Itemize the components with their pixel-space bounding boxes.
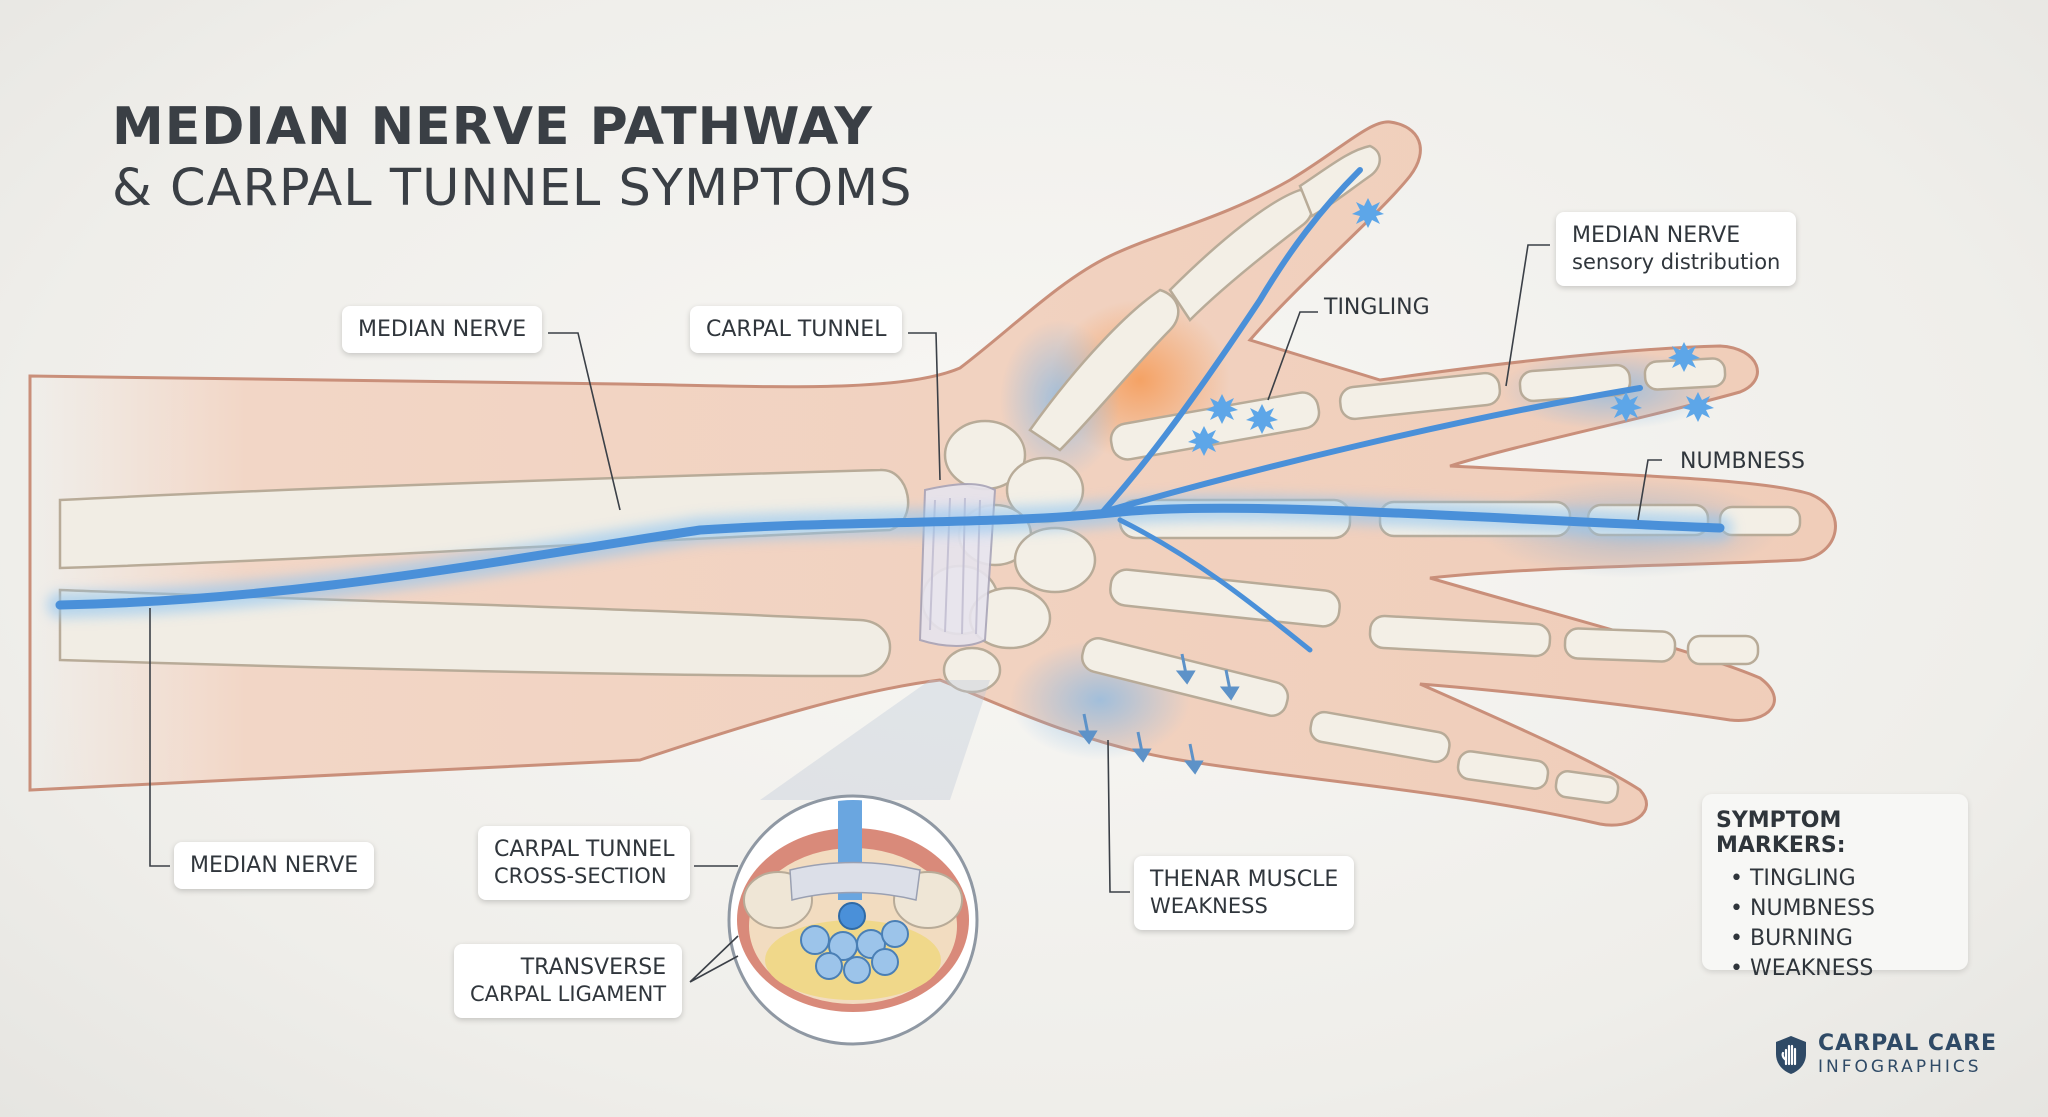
radius-bone: [58, 468, 910, 570]
tendon: [815, 952, 843, 980]
legend-title: SYMPTOM MARKERS:: [1716, 808, 1846, 858]
page-subtitle: & CARPAL TUNNEL SYMPTOMS: [112, 159, 913, 218]
legend-list: TINGLING NUMBNESS BURNING WEAKNESS: [1716, 864, 1954, 984]
median-nerve-label-bottom: MEDIAN NERVE: [174, 842, 375, 889]
weakness-arrow-icon: [1183, 743, 1204, 775]
weakness-arrow-icon: [1077, 713, 1098, 745]
ring-phalanx: [1686, 634, 1760, 666]
tingling-star-icon: [1668, 342, 1700, 372]
sensory-label-line1: MEDIAN NERVE: [1572, 223, 1741, 248]
little-phalanx: [1456, 750, 1550, 790]
median-nerve-section: [838, 902, 866, 930]
thenar-weakness-label: THENAR MUSCLE WEAKNESS: [1134, 856, 1355, 930]
weakness-arrows: [1077, 653, 1240, 775]
weakness-arrow-icon: [1131, 731, 1152, 763]
carpal-bone: [1013, 526, 1097, 594]
pisiform-bone: [942, 646, 1002, 694]
weakness-arrow-icon: [1175, 653, 1196, 685]
ligament-section: [789, 861, 921, 901]
thenar-line2: WEAKNESS: [1150, 894, 1268, 918]
tingling-star-icon: [1682, 392, 1714, 422]
forearm-bones: [58, 468, 910, 678]
leader-lines: [149, 244, 1662, 983]
carpal-tunnel-cross-section: [727, 794, 979, 1046]
brand-sub: INFOGRAPHICS: [1818, 1057, 1982, 1077]
ligament-line2: CARPAL LIGAMENT: [470, 982, 667, 1006]
ring-metacarpal: [1109, 568, 1341, 628]
brand-logo: CARPAL CARE INFOGRAPHICS: [1774, 1032, 1997, 1078]
tingling-star-icon: [1352, 198, 1384, 228]
legend-item: TINGLING: [1730, 864, 1954, 894]
ulna-bone: [58, 588, 892, 678]
little-phalanx: [1554, 769, 1620, 805]
thumb-metacarpal: [1028, 288, 1180, 452]
transverse-ligament-label: TRANSVERSE CARPAL LIGAMENT: [454, 944, 683, 1018]
cross-section-cone: [760, 680, 990, 800]
tingling-star-icon: [1206, 394, 1238, 424]
sensory-label-line2: sensory distribution: [1572, 250, 1781, 274]
cross-section-line2: CROSS-SECTION: [494, 864, 667, 888]
tendon: [881, 920, 909, 948]
tingling-star-icon: [1246, 404, 1278, 434]
tingling-star-icon: [1188, 426, 1220, 456]
tingling-label: TINGLING: [1324, 295, 1430, 320]
little-phalanx: [1309, 710, 1451, 764]
carpal-tunnel-label: CARPAL TUNNEL: [690, 306, 903, 353]
ring-phalanx: [1368, 614, 1552, 658]
legend-item: WEAKNESS: [1730, 954, 1954, 984]
ligament-line1: TRANSVERSE: [520, 955, 667, 980]
tingling-star-icon: [1610, 392, 1642, 422]
weakness-arrow-icon: [1219, 669, 1240, 701]
cross-section-label: CARPAL TUNNEL CROSS-SECTION: [478, 826, 691, 900]
page-title: MEDIAN NERVE PATHWAY: [112, 97, 874, 157]
median-nerve-label-top: MEDIAN NERVE: [342, 306, 543, 353]
brand-name: CARPAL CARE: [1818, 1031, 1998, 1056]
median-nerve: [47, 167, 1733, 653]
thenar-line1: THENAR MUSCLE: [1150, 867, 1339, 892]
tendon: [800, 925, 830, 955]
tingling-markers: [1188, 198, 1714, 456]
tendon: [843, 956, 871, 984]
cross-section-line1: CARPAL TUNNEL: [494, 837, 675, 862]
symptom-legend: SYMPTOM MARKERS: TINGLING NUMBNESS BURNI…: [1702, 794, 1968, 981]
legend-item: NUMBNESS: [1730, 894, 1954, 924]
title-block: MEDIAN NERVE PATHWAY & CARPAL TUNNEL SYM…: [112, 96, 913, 220]
sensory-distribution-label: MEDIAN NERVE sensory distribution: [1556, 212, 1797, 286]
legend-item: BURNING: [1730, 924, 1954, 954]
index-phalanx: [1338, 371, 1502, 421]
brand-text: CARPAL CARE INFOGRAPHICS: [1818, 1032, 1997, 1078]
tendon: [871, 948, 899, 976]
hand-shield-icon: [1776, 1036, 1806, 1074]
numbness-label: NUMBNESS: [1680, 449, 1805, 474]
ring-phalanx: [1563, 627, 1677, 663]
